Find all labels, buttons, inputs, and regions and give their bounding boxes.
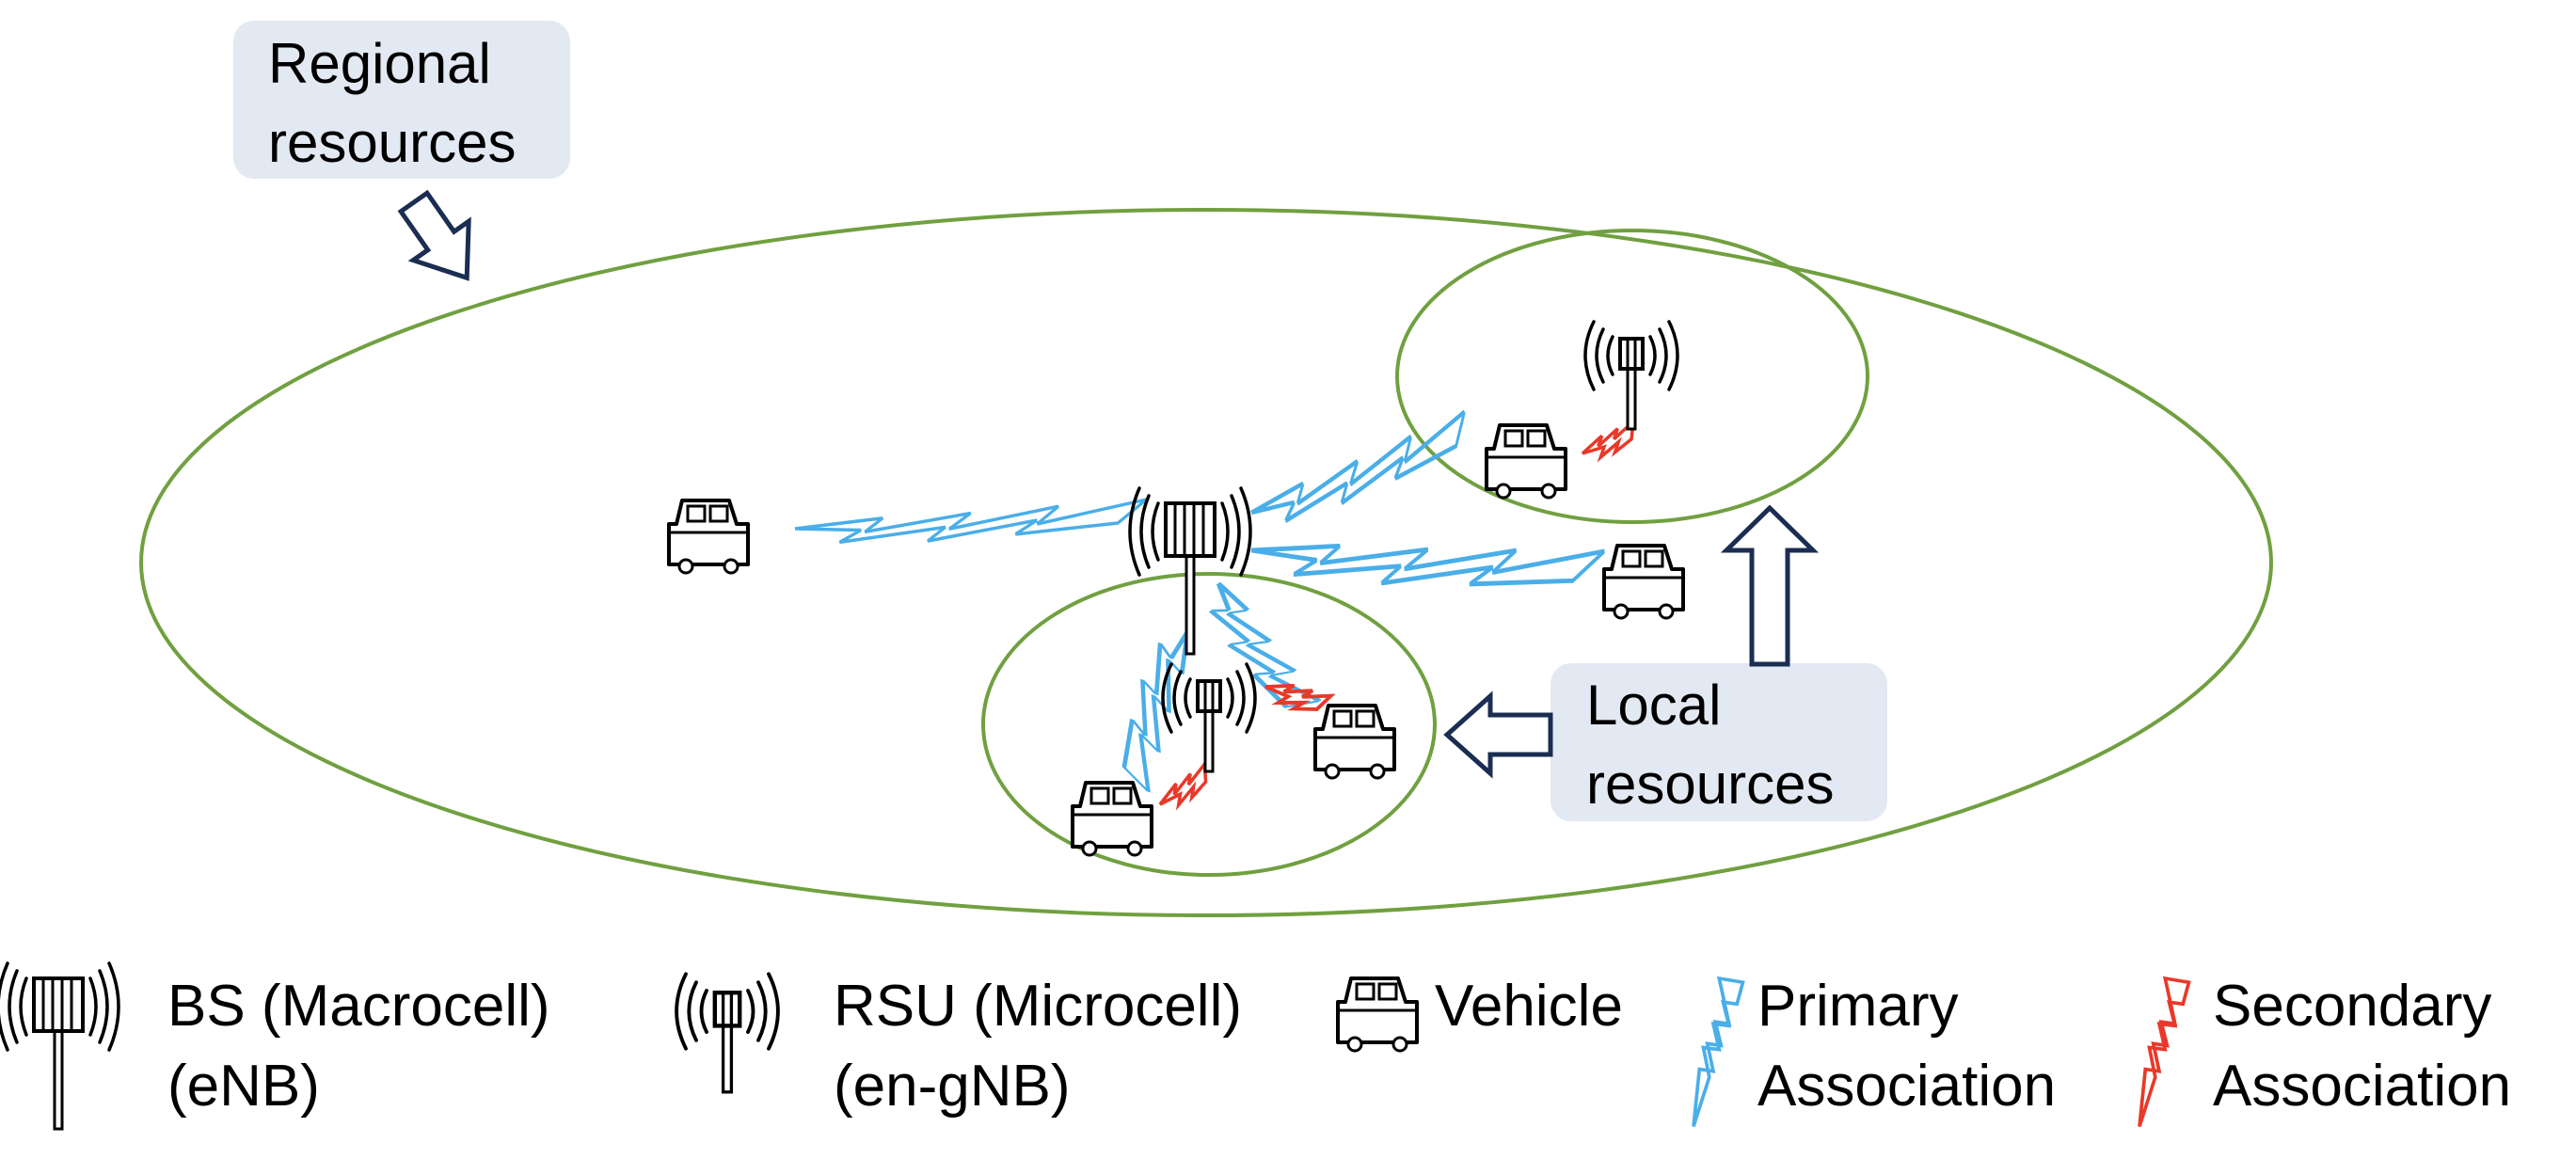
vehicle-icon-right [1602,544,1685,620]
legend-bs-sublabel: (eNB) [167,1054,320,1119]
local-resources-label: Local resources [1550,663,1887,821]
legend-primary-label: Primary [1757,974,1959,1039]
regional-resources-label: Regional resources [233,21,570,179]
svg-text:Regional: Regional [268,32,491,95]
vehicle-icon-left [667,499,750,575]
microcell-boundary-upper [1395,229,1869,524]
regional-arrow-icon [397,189,471,281]
legend-secondary-label: Secondary [2213,974,2491,1039]
svg-text:resources: resources [268,111,516,174]
macrocell-boundary [139,208,2273,917]
primary-link-left [792,498,1150,548]
local-arrow-up-icon [1720,504,1820,667]
microcell-tower-icon-lower [1161,662,1257,773]
vehicle-icon-upper-cell [1485,423,1567,500]
legend-secondary-sublabel: Association [2213,1054,2511,1119]
legend-primary-sublabel: Association [1757,1054,2056,1119]
legend-vehicle-icon [1336,976,1419,1053]
legend-macrocell-icon [0,961,120,1131]
vehicle-icon-lower-cell-right [1313,704,1396,780]
legend-rsu-label: RSU (Microcell) [834,974,1242,1039]
legend-vehicle-label: Vehicle [1435,974,1623,1039]
microcell-tower-icon-upper [1583,320,1679,431]
legend-bs-label: BS (Macrocell) [167,974,550,1039]
svg-text:Local: Local [1586,674,1721,737]
legend-microcell-icon [676,974,778,1091]
svg-text:resources: resources [1586,753,1834,816]
primary-link-upper-right [1244,412,1480,533]
legend-secondary-link-icon [2138,976,2191,1129]
legend-rsu-sublabel: (en-gNB) [834,1054,1071,1119]
legend: BS (Macrocell) (eNB) RSU (Microcell) (en… [0,961,2511,1131]
local-arrow-left-icon [1443,691,1553,779]
microcell-boundary-lower [981,572,1437,877]
vehicle-icon-lower-cell-left [1071,781,1153,857]
legend-primary-link-icon [1692,976,1745,1129]
